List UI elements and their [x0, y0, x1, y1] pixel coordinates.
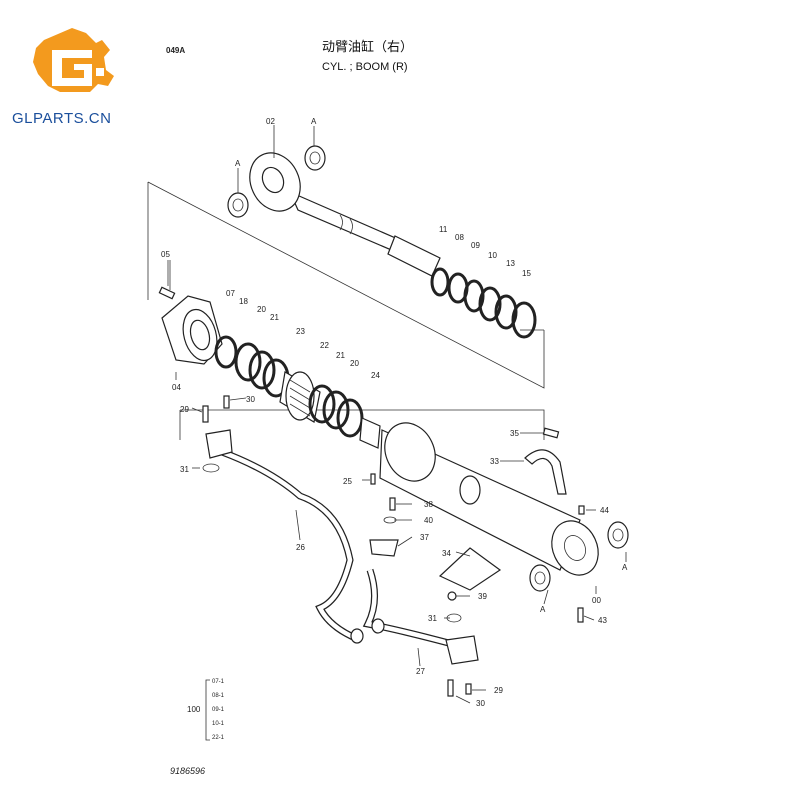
callout-24: 24 [371, 371, 380, 380]
callout-38: 38 [424, 500, 433, 509]
callout-40: 40 [424, 516, 433, 525]
callout-23: 23 [296, 327, 305, 336]
callout-44: 44 [600, 506, 609, 515]
callout-39: 39 [478, 592, 487, 601]
piston-rod [249, 152, 441, 277]
pipe-fittings [350, 618, 385, 644]
pipe-clamp-lower [438, 547, 502, 591]
callout-09: 09 [471, 241, 480, 250]
callout-20-lower: 20 [350, 359, 359, 368]
small-bolts [202, 395, 585, 697]
piston-assembly [214, 335, 381, 449]
callout-00: 00 [592, 596, 601, 605]
callout-a-right: A [622, 563, 628, 572]
glparts-logo: GLPARTS.CN [12, 28, 114, 127]
callout-29-upper: 29 [180, 405, 189, 414]
kit-list: 100 07-1 08-1 09-1 10-1 22-1 [187, 679, 225, 741]
callout-26: 26 [296, 543, 305, 552]
kit-item: 22-1 [212, 735, 225, 741]
clamp-bracket-37 [369, 539, 399, 557]
callout-31-lower: 31 [428, 614, 437, 623]
callout-13: 13 [506, 259, 515, 268]
clamp-bolt [542, 427, 560, 439]
callout-07: 07 [226, 289, 235, 298]
cylinder-head [161, 295, 223, 365]
callout-33: 33 [490, 457, 499, 466]
tube-bushing-left [529, 564, 551, 592]
callout-02: 02 [266, 117, 275, 126]
callout-a-top: A [311, 117, 317, 126]
tube-bushing-right [607, 521, 629, 549]
flange-block-upper [205, 429, 233, 459]
gear-icon [33, 28, 114, 92]
document-number: 9186596 [170, 766, 205, 776]
callout-30-lower: 30 [476, 699, 485, 708]
callout-34: 34 [442, 549, 451, 558]
callout-21-upper: 21 [270, 313, 279, 322]
hydraulic-pipe-26 [220, 448, 362, 644]
drawing-code: 049A [166, 46, 185, 55]
callout-31-upper: 31 [180, 465, 189, 474]
callout-15: 15 [522, 269, 531, 278]
callout-30-upper: 30 [246, 395, 255, 404]
callout-22: 22 [320, 341, 329, 350]
callout-a-left: A [235, 159, 241, 168]
callout-20-upper: 20 [257, 305, 266, 314]
callout-11: 11 [439, 225, 448, 234]
callout-43: 43 [598, 616, 607, 625]
callout-05: 05 [161, 250, 170, 259]
head-bolt [158, 286, 176, 300]
rod-end-bushing-right [304, 145, 326, 171]
kit-number: 100 [187, 705, 201, 714]
callout-21-lower: 21 [336, 351, 345, 360]
kit-item: 10-1 [212, 721, 225, 727]
callout-29-lower: 29 [494, 686, 503, 695]
callout-18: 18 [239, 297, 248, 306]
cylinder-tube [379, 422, 599, 576]
title-english: CYL. ; BOOM (R) [322, 61, 408, 73]
hydraulic-pipe-27 [362, 568, 461, 650]
brand-name: GLPARTS.CN [12, 110, 111, 127]
callout-10: 10 [488, 251, 497, 260]
kit-item: 07-1 [212, 679, 225, 685]
pipe-clamp-upper [524, 449, 567, 495]
upper-seal-rings [430, 267, 537, 339]
callout-35: 35 [510, 429, 519, 438]
rod-end-bushing-left [227, 192, 249, 218]
callout-27: 27 [416, 667, 425, 676]
callout-a-bottom: A [540, 605, 546, 614]
leader-lines [167, 125, 627, 704]
callout-08: 08 [455, 233, 464, 242]
callout-37: 37 [420, 533, 429, 542]
kit-item: 09-1 [212, 707, 225, 713]
flange-block-lower [445, 635, 479, 665]
title-chinese: 动臂油缸（右） [322, 39, 413, 55]
callout-04: 04 [172, 383, 181, 392]
kit-item: 08-1 [212, 693, 225, 699]
callout-25: 25 [343, 477, 352, 486]
